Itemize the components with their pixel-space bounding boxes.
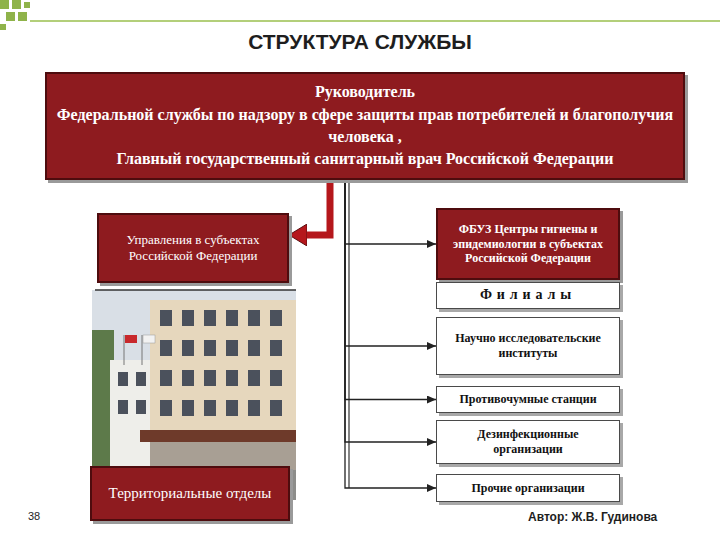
box-text: Управления в субъектах Российской Федера… bbox=[104, 232, 282, 265]
box-text: Территориальные отделы bbox=[97, 484, 283, 503]
box-text: Прочие организации bbox=[442, 481, 614, 495]
box-text: Противочумные станции bbox=[442, 392, 614, 406]
windows bbox=[118, 310, 282, 416]
flag bbox=[143, 335, 155, 343]
box-text: Научно исследовательские институты bbox=[442, 331, 614, 361]
box-text: Дезинфекционные организации bbox=[442, 427, 614, 457]
left-wing bbox=[110, 360, 155, 470]
box-text: Главный государственный санитарный врач … bbox=[52, 148, 678, 170]
box-text: Руководитель bbox=[52, 81, 678, 103]
org-box: Противочумные станции bbox=[436, 386, 620, 413]
box-text: Филиалы bbox=[442, 287, 614, 304]
main-block bbox=[150, 300, 296, 470]
flagpole bbox=[124, 335, 125, 365]
connector-arrow bbox=[345, 180, 436, 442]
slide-number: 38 bbox=[28, 510, 40, 522]
thick-arrow bbox=[301, 180, 330, 235]
org-box-red: Управления в субъектах Российской Федера… bbox=[97, 213, 289, 283]
author-note: Автор: Ж.В. Гудинова bbox=[528, 510, 657, 524]
org-box-red: ФБУЗ Центры гигиены и эпидемиологии в су… bbox=[436, 208, 620, 280]
org-box: Филиалы bbox=[436, 282, 620, 309]
photo-top-line bbox=[95, 289, 296, 291]
flagpole bbox=[142, 335, 143, 365]
org-box: Прочие организации bbox=[436, 474, 620, 502]
top-rule bbox=[30, 20, 720, 22]
connector-arrow bbox=[345, 180, 436, 488]
box-text: ФБУЗ Центры гигиены и эпидемиологии в су… bbox=[443, 222, 613, 265]
org-box-red: РуководительФедеральной службы по надзор… bbox=[45, 72, 685, 180]
connector-arrow bbox=[345, 180, 436, 346]
slide-title: СТРУКТУРА СЛУЖБЫ bbox=[0, 30, 720, 54]
org-box-red: Территориальные отделы bbox=[90, 466, 290, 521]
box-text: Федеральной службы по надзору в сфере за… bbox=[52, 104, 678, 149]
connector-arrow bbox=[345, 180, 436, 244]
flag bbox=[125, 335, 137, 343]
org-box: Научно исследовательские институты bbox=[436, 317, 620, 375]
entrance-canopy bbox=[140, 430, 296, 442]
corner-squares bbox=[0, 0, 30, 30]
connector-arrow bbox=[345, 180, 436, 400]
org-box: Дезинфекционные организации bbox=[436, 420, 620, 464]
